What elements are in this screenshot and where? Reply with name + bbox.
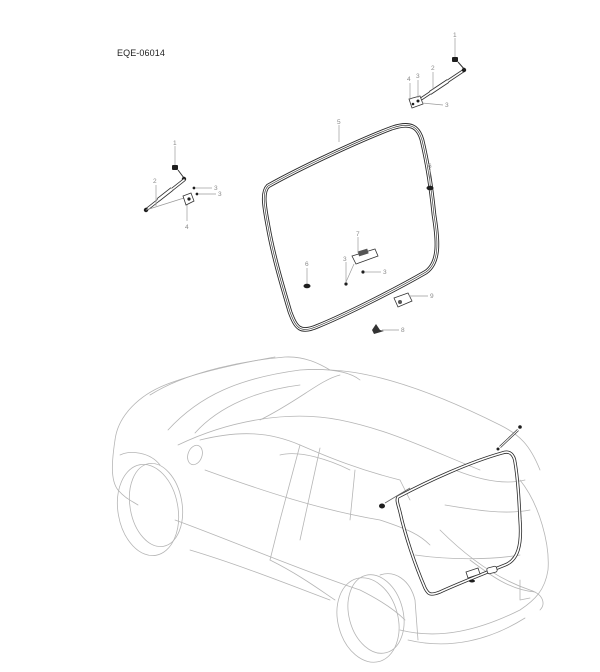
- diagram-code: EQE-06014: [117, 48, 165, 58]
- callout-latch: 7: [356, 231, 360, 238]
- rubber-bumper-icon: [426, 185, 434, 191]
- rubber-bumper-icon: [303, 283, 311, 289]
- callout-right-bolt-b: 3: [445, 102, 449, 109]
- callout-left-bracket: 4: [185, 224, 189, 231]
- callout-right-strut: 2: [431, 65, 435, 72]
- switch-and-striker: 9 8: [372, 292, 434, 334]
- left-strut-assembly: 1 2 3 3 4: [143, 140, 222, 231]
- bumper-stops: 6 6: [303, 163, 434, 289]
- callout-left-strut: 2: [153, 178, 157, 185]
- callout-right-bolt-a: 3: [416, 73, 420, 80]
- callout-bumper-right: 6: [428, 163, 432, 170]
- callout-right-bracket: 4: [407, 76, 411, 83]
- callout-striker: 8: [401, 327, 405, 334]
- callout-latch-bolt-right: 3: [383, 269, 387, 276]
- vehicle-outline: [111, 356, 549, 663]
- strut-bracket-icon: [408, 95, 424, 109]
- ball-stud-icon: [452, 57, 458, 62]
- latch-assembly: 7 3 3: [343, 231, 387, 286]
- callout-left-bolt-b: 3: [218, 191, 222, 198]
- weatherstrip-seal: 5: [261, 119, 440, 332]
- callout-left-bolt-a: 3: [214, 185, 218, 192]
- striker-icon: [372, 324, 384, 334]
- callout-handle-switch: 9: [430, 293, 434, 300]
- handle-switch-icon: [393, 292, 413, 308]
- callout-right-ball-stud: 1: [453, 32, 457, 39]
- right-strut-assembly: 1 2 4 3 3: [407, 32, 467, 109]
- callout-bumper-left: 6: [305, 261, 309, 268]
- installed-weatherstrip: [379, 425, 523, 596]
- callout-weatherstrip: 5: [337, 119, 341, 126]
- callout-latch-bolt-left: 3: [343, 256, 347, 263]
- callout-left-ball-stud: 1: [173, 140, 177, 147]
